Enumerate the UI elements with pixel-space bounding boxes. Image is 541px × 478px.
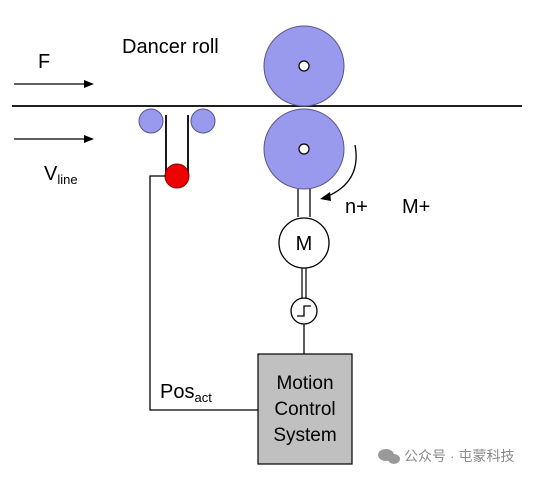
control-system-line-1: Motion [276, 373, 333, 394]
position-feedback-wire [149, 175, 258, 411]
force-arrow-icon [14, 80, 94, 88]
web-loop [165, 115, 189, 178]
force-label: F [38, 51, 50, 73]
control-system-line-2: Control [274, 399, 335, 420]
nip-roll-top-hub [298, 60, 310, 72]
encoder-shaft [301, 268, 307, 298]
dancer-roll-label: Dancer roll [122, 36, 219, 58]
motion-control-system-box [257, 353, 353, 465]
encoder-pulse-icon [297, 305, 311, 317]
motor-symbol [278, 217, 330, 269]
drive-roll-hub [298, 143, 310, 155]
watermark-text: 公众号 · 屯蒙科技 [404, 448, 514, 464]
guide-roll-right [190, 108, 216, 134]
position-label: Posact [160, 381, 212, 405]
dancer-roll [164, 163, 190, 189]
watermark-logo-icon [378, 449, 400, 464]
control-system-line-3: System [273, 425, 336, 446]
rotation-arrow-icon [320, 144, 357, 201]
line-speed-arrow-icon [14, 135, 94, 143]
speed-label: n+ [345, 196, 368, 218]
guide-roll-left [138, 108, 164, 134]
torque-label: M+ [402, 196, 430, 218]
motor-shaft [297, 189, 311, 217]
line-speed-label: Vline [44, 163, 78, 187]
motor-label: M [296, 233, 313, 255]
